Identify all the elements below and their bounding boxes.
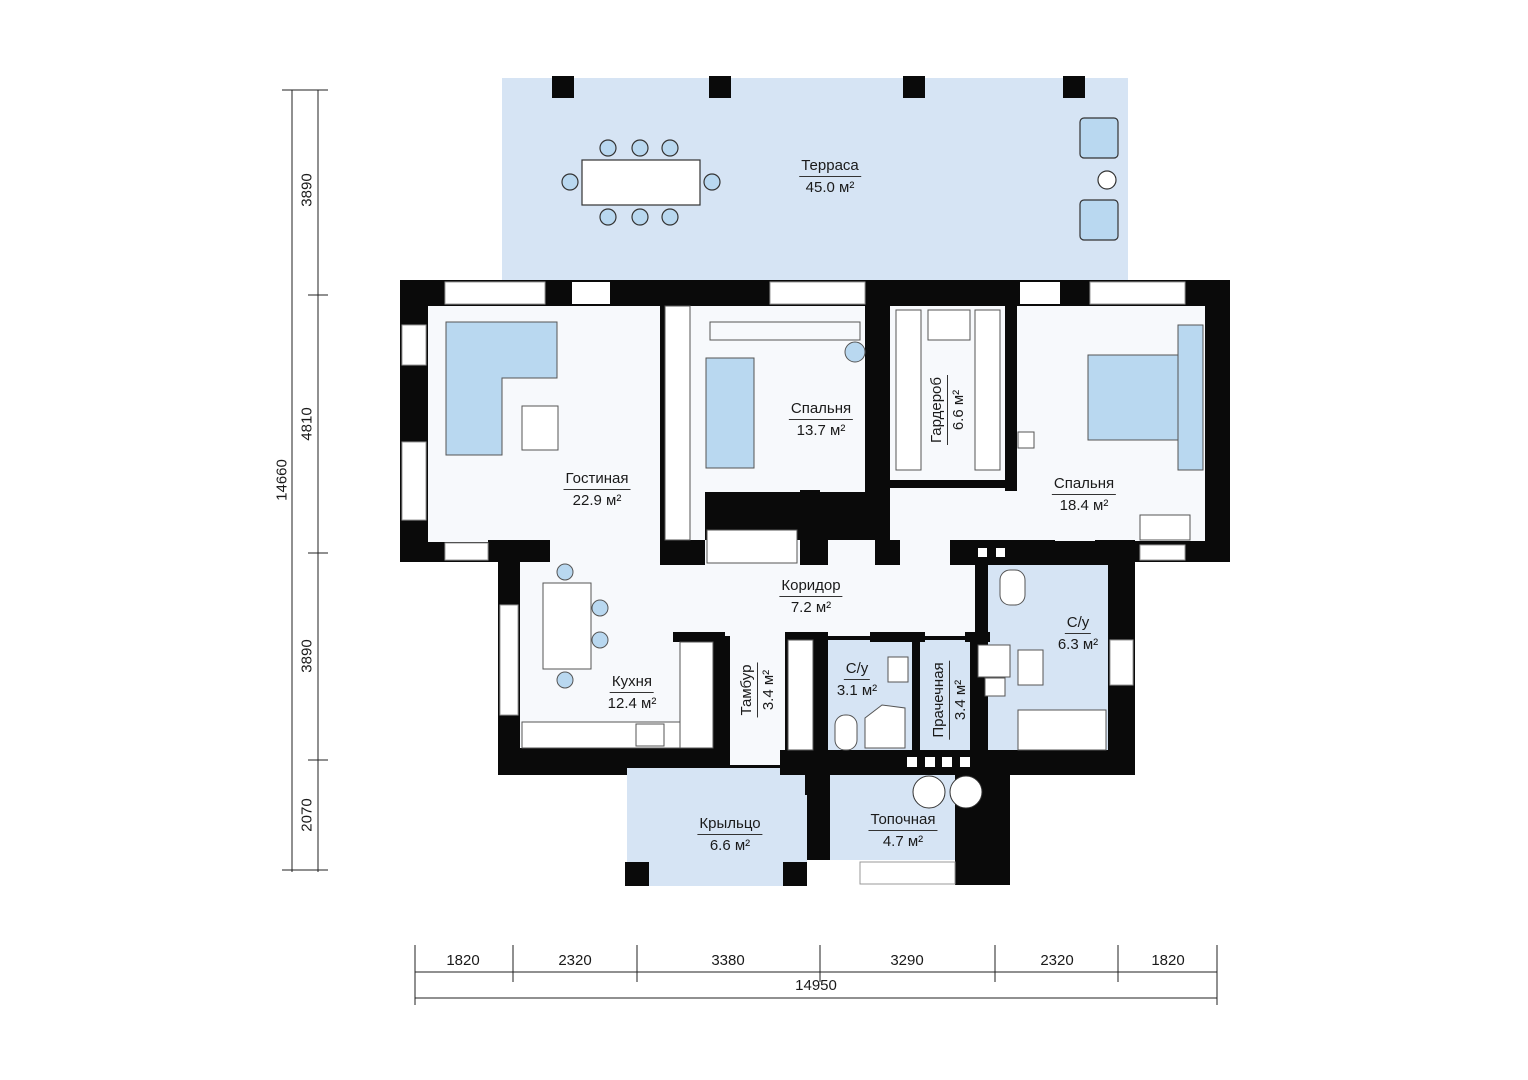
closet-icon — [664, 305, 1011, 751]
porch-column — [625, 862, 649, 886]
room-label-corridor: Коридор 7.2 м² — [779, 575, 843, 619]
dim-vertical: 2070 — [298, 798, 316, 832]
room-name: Коридор — [779, 576, 843, 597]
boiler-icon — [912, 775, 983, 809]
dining-table-icon — [561, 139, 721, 226]
room-label-bath-small: С/у 3.1 м² — [837, 658, 877, 702]
room-area: 12.4 м² — [607, 695, 657, 712]
dim-horizontal: 2320 — [1040, 952, 1074, 969]
room-label-porch: Крыльцо 6.6 м² — [697, 813, 763, 857]
sofa-bedroom-icon — [705, 321, 866, 469]
sanitary-fixtures-icon — [834, 569, 1107, 751]
dim-vertical: 3890 — [298, 173, 316, 207]
dim-horizontal: 1820 — [1151, 952, 1185, 969]
room-name: Топочная — [868, 810, 938, 831]
room-area: 45.0 м² — [805, 179, 855, 196]
room-label-kitchen: Кухня 12.4 м² — [608, 671, 657, 715]
room-label-boiler: Топочная 4.7 м² — [868, 809, 938, 853]
room-area: 6.3 м² — [1057, 636, 1099, 653]
room-area: 3.4 м² — [760, 669, 777, 711]
room-name: Спальня — [1051, 474, 1117, 495]
room-name: С/у — [843, 659, 871, 680]
room-name: Спальня — [788, 399, 854, 420]
room-area: 22.9 м² — [572, 492, 622, 509]
porch-column — [783, 862, 807, 886]
dim-horizontal: 3290 — [890, 952, 924, 969]
dim-vertical-total: 14660 — [273, 459, 291, 501]
room-name: Крыльцо — [697, 814, 763, 835]
room-label-bedroom2: Спальня 18.4 м² — [1051, 473, 1117, 517]
dim-horizontal: 3380 — [711, 952, 745, 969]
room-label-living: Гостиная 22.9 м² — [563, 468, 631, 512]
bed-icon — [1017, 324, 1204, 541]
room-name: Прачечная — [929, 660, 950, 740]
dim-horizontal: 2320 — [558, 952, 592, 969]
room-label-bath-large: С/у 6.3 м² — [1058, 612, 1098, 656]
room-name: Терраса — [799, 156, 861, 177]
room-name: С/у — [1064, 613, 1092, 634]
room-area: 13.7 м² — [796, 422, 846, 439]
windows — [401, 281, 1186, 885]
room-name: Гостиная — [563, 469, 631, 490]
dim-vertical: 4810 — [298, 407, 316, 441]
room-area: 3.4 м² — [952, 679, 969, 721]
room-area: 3.1 м² — [836, 682, 878, 699]
room-label-terrace: Терраса 45.0 м² — [799, 155, 861, 199]
kitchen-furniture-icon — [521, 563, 714, 749]
room-name: Тамбур — [737, 662, 758, 718]
room-area: 6.6 м² — [709, 837, 751, 854]
room-name: Гардероб — [927, 375, 948, 445]
dim-horizontal-total: 14950 — [795, 977, 837, 994]
room-area: 4.7 м² — [882, 833, 924, 850]
dim-vertical: 3890 — [298, 639, 316, 673]
room-label-bedroom1: Спальня 13.7 м² — [788, 398, 854, 442]
lounge-chairs-icon — [1079, 117, 1119, 241]
room-area: 6.6 м² — [950, 389, 967, 431]
room-area: 18.4 м² — [1059, 497, 1109, 514]
room-area: 7.2 м² — [790, 599, 832, 616]
terrace-columns — [552, 76, 1085, 98]
room-name: Кухня — [609, 672, 655, 693]
ventilation-ducts — [907, 548, 1005, 767]
dim-horizontal: 1820 — [446, 952, 480, 969]
porch-area — [627, 768, 807, 886]
sofa-icon — [445, 321, 559, 456]
dimension-lines — [282, 89, 1218, 1005]
